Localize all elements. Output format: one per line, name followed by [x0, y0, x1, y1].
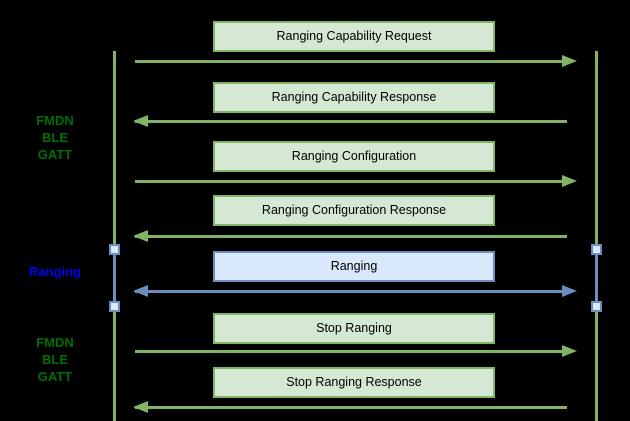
activation-square: [591, 244, 602, 255]
ranging-activation-right: [595, 250, 598, 304]
message-arrow: [135, 180, 567, 183]
message-box: Stop Ranging Response: [213, 367, 495, 398]
message-box: Ranging Capability Response: [213, 82, 495, 113]
activation-square: [109, 301, 120, 312]
phase-label-fmdn-ble-gatt-bottom: FMDN BLE GATT: [10, 334, 100, 385]
message-arrow: [135, 350, 567, 353]
activation-square: [591, 301, 602, 312]
phase-label-line: FMDN: [36, 113, 74, 128]
arrowhead-right-icon: [562, 175, 577, 187]
arrowhead-left-icon: [133, 115, 148, 127]
phase-label-line: BLE: [42, 130, 68, 145]
message-arrow: [135, 60, 567, 63]
message-box: Ranging Capability Request: [213, 21, 495, 52]
message-arrow: [135, 120, 567, 123]
phase-label-line: Ranging: [29, 264, 81, 279]
arrowhead-right-icon: [562, 55, 577, 67]
lifeline-right: [595, 51, 598, 421]
lifeline-left: [113, 51, 116, 421]
arrowhead-right-icon: [562, 345, 577, 357]
message-box: Stop Ranging: [213, 313, 495, 344]
arrowhead-left-icon: [133, 230, 148, 242]
arrowhead-left-icon: [133, 285, 148, 297]
message-arrow: [135, 290, 567, 293]
phase-label-line: BLE: [42, 352, 68, 367]
message-box: Ranging Configuration: [213, 141, 495, 172]
ranging-activation-left: [113, 250, 116, 304]
activation-square: [109, 244, 120, 255]
arrowhead-right-icon: [562, 285, 577, 297]
message-box: Ranging Configuration Response: [213, 195, 495, 226]
phase-label-line: GATT: [37, 369, 73, 384]
message-arrow: [135, 235, 567, 238]
arrowhead-left-icon: [133, 401, 148, 413]
message-arrow: [135, 406, 567, 409]
message-box: Ranging: [213, 251, 495, 282]
phase-label-line: GATT: [37, 147, 73, 162]
phase-label-line: FMDN: [36, 335, 74, 350]
phase-label-fmdn-ble-gatt-top: FMDN BLE GATT: [10, 112, 100, 163]
phase-label-ranging: Ranging: [10, 263, 100, 280]
